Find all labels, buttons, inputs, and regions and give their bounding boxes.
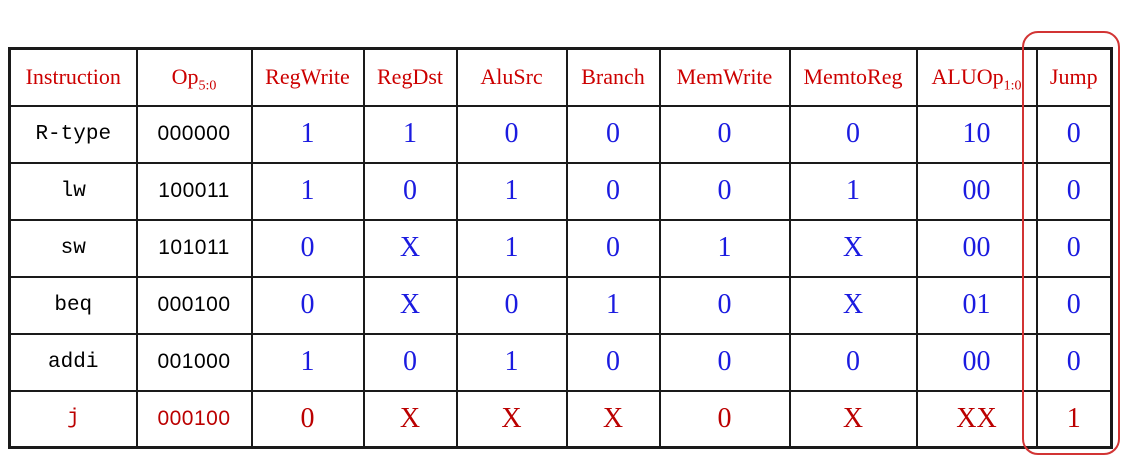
signal-cell-jump: 0 — [1035, 275, 1113, 335]
column-header-memtoreg: MemtoReg — [788, 47, 918, 107]
instruction-cell: R-type — [8, 104, 138, 164]
signal-cell-regdst: X — [362, 218, 458, 278]
signal-cell-alusrc: 1 — [455, 332, 568, 392]
column-header-memwrite: MemWrite — [658, 47, 791, 107]
opcode-cell: 000000 — [135, 104, 253, 164]
signal-cell-regdst: 0 — [362, 161, 458, 221]
signal-cell-memtoreg: 0 — [788, 104, 918, 164]
signal-cell-aluop: XX — [915, 389, 1038, 449]
signal-cell-memtoreg: X — [788, 218, 918, 278]
signal-cell-memwrite: 0 — [658, 161, 791, 221]
signal-cell-jump: 0 — [1035, 161, 1113, 221]
signal-cell-jump: 1 — [1035, 389, 1113, 449]
column-header-op: Op5:0 — [135, 47, 253, 107]
signal-cell-regdst: 1 — [362, 104, 458, 164]
signal-cell-alusrc: 0 — [455, 104, 568, 164]
column-header-label: MemtoReg — [803, 64, 903, 90]
column-header-label: ALUOp — [931, 64, 1004, 90]
signal-cell-regwrite: 0 — [250, 389, 365, 449]
column-header-label: RegDst — [377, 64, 443, 90]
column-header-label: MemWrite — [676, 64, 773, 90]
signal-cell-branch: 0 — [565, 332, 661, 392]
signal-cell-jump: 0 — [1035, 104, 1113, 164]
instruction-cell: j — [8, 389, 138, 449]
column-header-branch: Branch — [565, 47, 661, 107]
signal-cell-memwrite: 0 — [658, 104, 791, 164]
signal-cell-regwrite: 1 — [250, 161, 365, 221]
signal-cell-memwrite: 1 — [658, 218, 791, 278]
signal-cell-branch: X — [565, 389, 661, 449]
signal-cell-alusrc: 0 — [455, 275, 568, 335]
signal-cell-branch: 0 — [565, 104, 661, 164]
column-header-label: Branch — [581, 64, 645, 90]
opcode-cell: 001000 — [135, 332, 253, 392]
control-signal-table: Instruction Op5:0 RegWrite RegDst AluSrc Bran… — [8, 47, 1113, 449]
instruction-cell: sw — [8, 218, 138, 278]
column-header-instruction: Instruction — [8, 47, 138, 107]
signal-cell-regdst: X — [362, 389, 458, 449]
signal-cell-regwrite: 0 — [250, 275, 365, 335]
signal-cell-regdst: 0 — [362, 332, 458, 392]
signal-cell-alusrc: 1 — [455, 218, 568, 278]
control-table-container: Instruction Op5:0 RegWrite RegDst AluSrc Bran… — [8, 47, 1113, 449]
signal-cell-memtoreg: 1 — [788, 161, 918, 221]
instruction-cell: lw — [8, 161, 138, 221]
column-header-regwrite: RegWrite — [250, 47, 365, 107]
signal-cell-jump: 0 — [1035, 332, 1113, 392]
signal-cell-branch: 0 — [565, 218, 661, 278]
signal-cell-memwrite: 0 — [658, 389, 791, 449]
signal-cell-regwrite: 1 — [250, 332, 365, 392]
opcode-cell: 000100 — [135, 389, 253, 449]
signal-cell-aluop: 00 — [915, 332, 1038, 392]
signal-cell-memtoreg: 0 — [788, 332, 918, 392]
signal-cell-aluop: 01 — [915, 275, 1038, 335]
signal-cell-regwrite: 1 — [250, 104, 365, 164]
column-header-alusrc: AluSrc — [455, 47, 568, 107]
signal-cell-jump: 0 — [1035, 218, 1113, 278]
signal-cell-memtoreg: X — [788, 389, 918, 449]
column-header-subscript: 5:0 — [198, 78, 217, 94]
column-header-label: Op — [171, 64, 199, 90]
opcode-cell: 000100 — [135, 275, 253, 335]
signal-cell-memtoreg: X — [788, 275, 918, 335]
signal-cell-alusrc: 1 — [455, 161, 568, 221]
column-header-subscript: 1:0 — [1003, 78, 1022, 94]
table-header: Instruction Op5:0 RegWrite RegDst AluSrc Bran… — [8, 47, 1113, 107]
column-header-regdst: RegDst — [362, 47, 458, 107]
table-header-row: Instruction Op5:0 RegWrite RegDst AluSrc Bran… — [8, 47, 1113, 107]
column-header-label: Jump — [1049, 64, 1098, 90]
column-header-label: AluSrc — [480, 64, 543, 90]
signal-cell-alusrc: X — [455, 389, 568, 449]
column-header-label: Instruction — [25, 64, 121, 90]
signal-cell-aluop: 10 — [915, 104, 1038, 164]
opcode-cell: 100011 — [135, 161, 253, 221]
instruction-cell: addi — [8, 332, 138, 392]
opcode-cell: 101011 — [135, 218, 253, 278]
instruction-cell: beq — [8, 275, 138, 335]
signal-cell-branch: 1 — [565, 275, 661, 335]
signal-cell-aluop: 00 — [915, 161, 1038, 221]
column-header-label: RegWrite — [265, 64, 350, 90]
column-header-jump: Jump — [1035, 47, 1113, 107]
signal-cell-memwrite: 0 — [658, 332, 791, 392]
signal-cell-regwrite: 0 — [250, 218, 365, 278]
column-header-aluop: ALUOp1:0 — [915, 47, 1038, 107]
signal-cell-memwrite: 0 — [658, 275, 791, 335]
signal-cell-regdst: X — [362, 275, 458, 335]
signal-cell-aluop: 00 — [915, 218, 1038, 278]
signal-cell-branch: 0 — [565, 161, 661, 221]
